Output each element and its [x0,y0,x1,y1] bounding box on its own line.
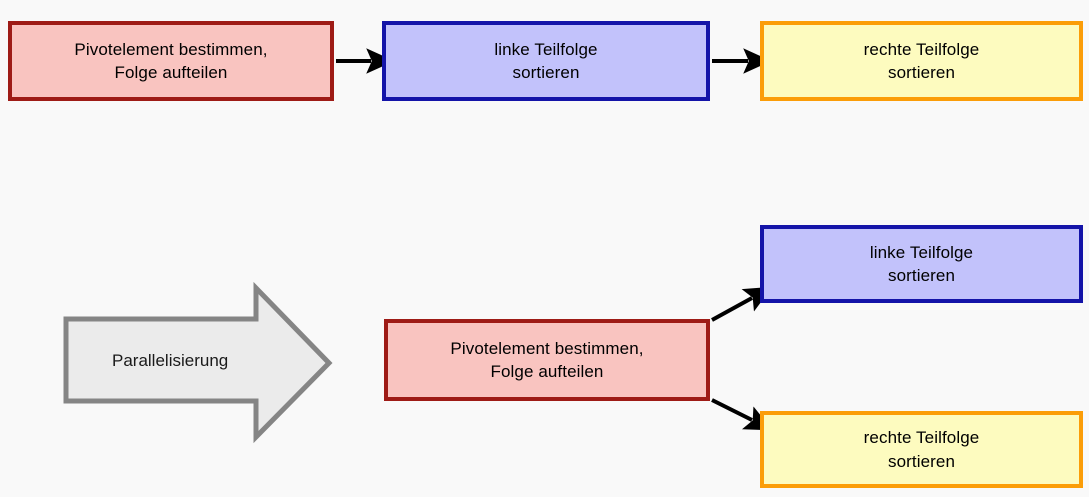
node-seq-left-sort[interactable]: linke Teilfolge sortieren [382,21,710,101]
node-par-pivot[interactable]: Pivotelement bestimmen, Folge aufteilen [384,319,710,401]
node-par-right-sort[interactable]: rechte Teilfolge sortieren [760,411,1083,488]
parallelisierung-label: Parallelisierung [112,351,229,370]
node-seq-pivot[interactable]: Pivotelement bestimmen, Folge aufteilen [8,21,334,101]
par-arrow-up-line [711,286,773,322]
par-arrow-down-line [711,398,773,431]
node-par-left-sort[interactable]: linke Teilfolge sortieren [760,225,1083,303]
node-seq-right-sort[interactable]: rechte Teilfolge sortieren [760,21,1083,101]
